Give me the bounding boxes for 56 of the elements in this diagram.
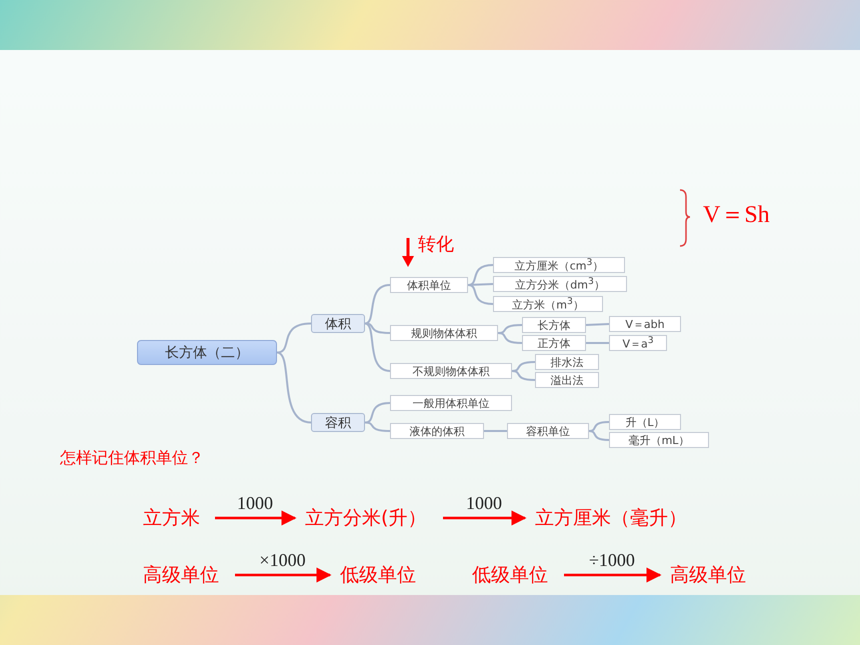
mindmap-topic: 溢出法 [535, 372, 599, 388]
connector-line [468, 284, 494, 305]
connector-line [588, 421, 610, 432]
edge-label: 1000 [237, 494, 273, 512]
connector-line [364, 322, 390, 372]
unit-text: 高级单位 [670, 563, 754, 587]
unit-text: 低级单位 [340, 563, 422, 587]
mindmap-topic: 立方分米（dm$^{3}$） [493, 276, 627, 292]
arrow [235, 568, 332, 582]
arrow [443, 510, 526, 526]
connector-line [364, 322, 390, 334]
unit-text: 立方米 [143, 506, 205, 530]
arrow [564, 568, 662, 582]
connector-line [364, 402, 390, 424]
mindmap-topic: V＝a$^{3}$ [609, 335, 667, 351]
connector-line [512, 361, 536, 372]
mindmap-topic: 容积单位 [507, 423, 589, 439]
mindmap-topic: 立方厘米（cm$^{3}$） [493, 257, 625, 273]
mindmap-topic: 液体的体积 [390, 423, 484, 439]
mindmap-topic: 规则物体体积 [390, 325, 498, 341]
mindmap-topic: 长方体（二） [137, 340, 277, 365]
mindmap-topic: 正方体 [522, 335, 586, 351]
formula-text: V＝Sh [703, 201, 770, 230]
unit-text: 高级单位 [143, 563, 225, 587]
mindmap-topic: 一般用体积单位 [390, 395, 512, 411]
connector-line [468, 264, 494, 286]
mindmap-topic: 排水法 [535, 354, 599, 370]
mindmap-topic: 不规则物体体积 [390, 363, 512, 379]
connector-line [364, 422, 390, 432]
connector-line [586, 342, 609, 344]
arrow [215, 510, 296, 526]
connector-line [498, 332, 522, 344]
unit-text: 低级单位 [472, 563, 554, 587]
unit-text: 立方厘米（毫升） [535, 506, 700, 530]
connector-line [276, 322, 312, 354]
mindmap-topic: 体积 [311, 314, 365, 333]
connector-line [468, 283, 494, 286]
mindmap-topic: V＝abh [609, 316, 681, 332]
mindmap-topic: 长方体 [522, 317, 586, 333]
mindmap-topic: 容积 [311, 413, 365, 432]
connector-line [484, 430, 507, 432]
mindmap-topic: 毫升（mL） [609, 432, 709, 448]
note-text: 转化 [418, 233, 454, 256]
mindmap-topic: 立方米（m$^{3}$） [493, 296, 603, 312]
mindmap-topic: 升（L） [609, 414, 681, 430]
edge-label: ×1000 [259, 551, 306, 569]
edge-label: ÷1000 [589, 551, 635, 569]
connector-line [276, 352, 312, 424]
mindmap-topic: 体积单位 [390, 277, 468, 293]
connector-line [586, 323, 610, 326]
connector-line [364, 284, 390, 324]
edge-label: 1000 [466, 494, 502, 512]
connector-line [512, 370, 536, 381]
connector-line [588, 430, 610, 441]
unit-text: 立方分米(升） [305, 506, 433, 530]
question-text: 怎样记住体积单位？ [60, 448, 204, 469]
